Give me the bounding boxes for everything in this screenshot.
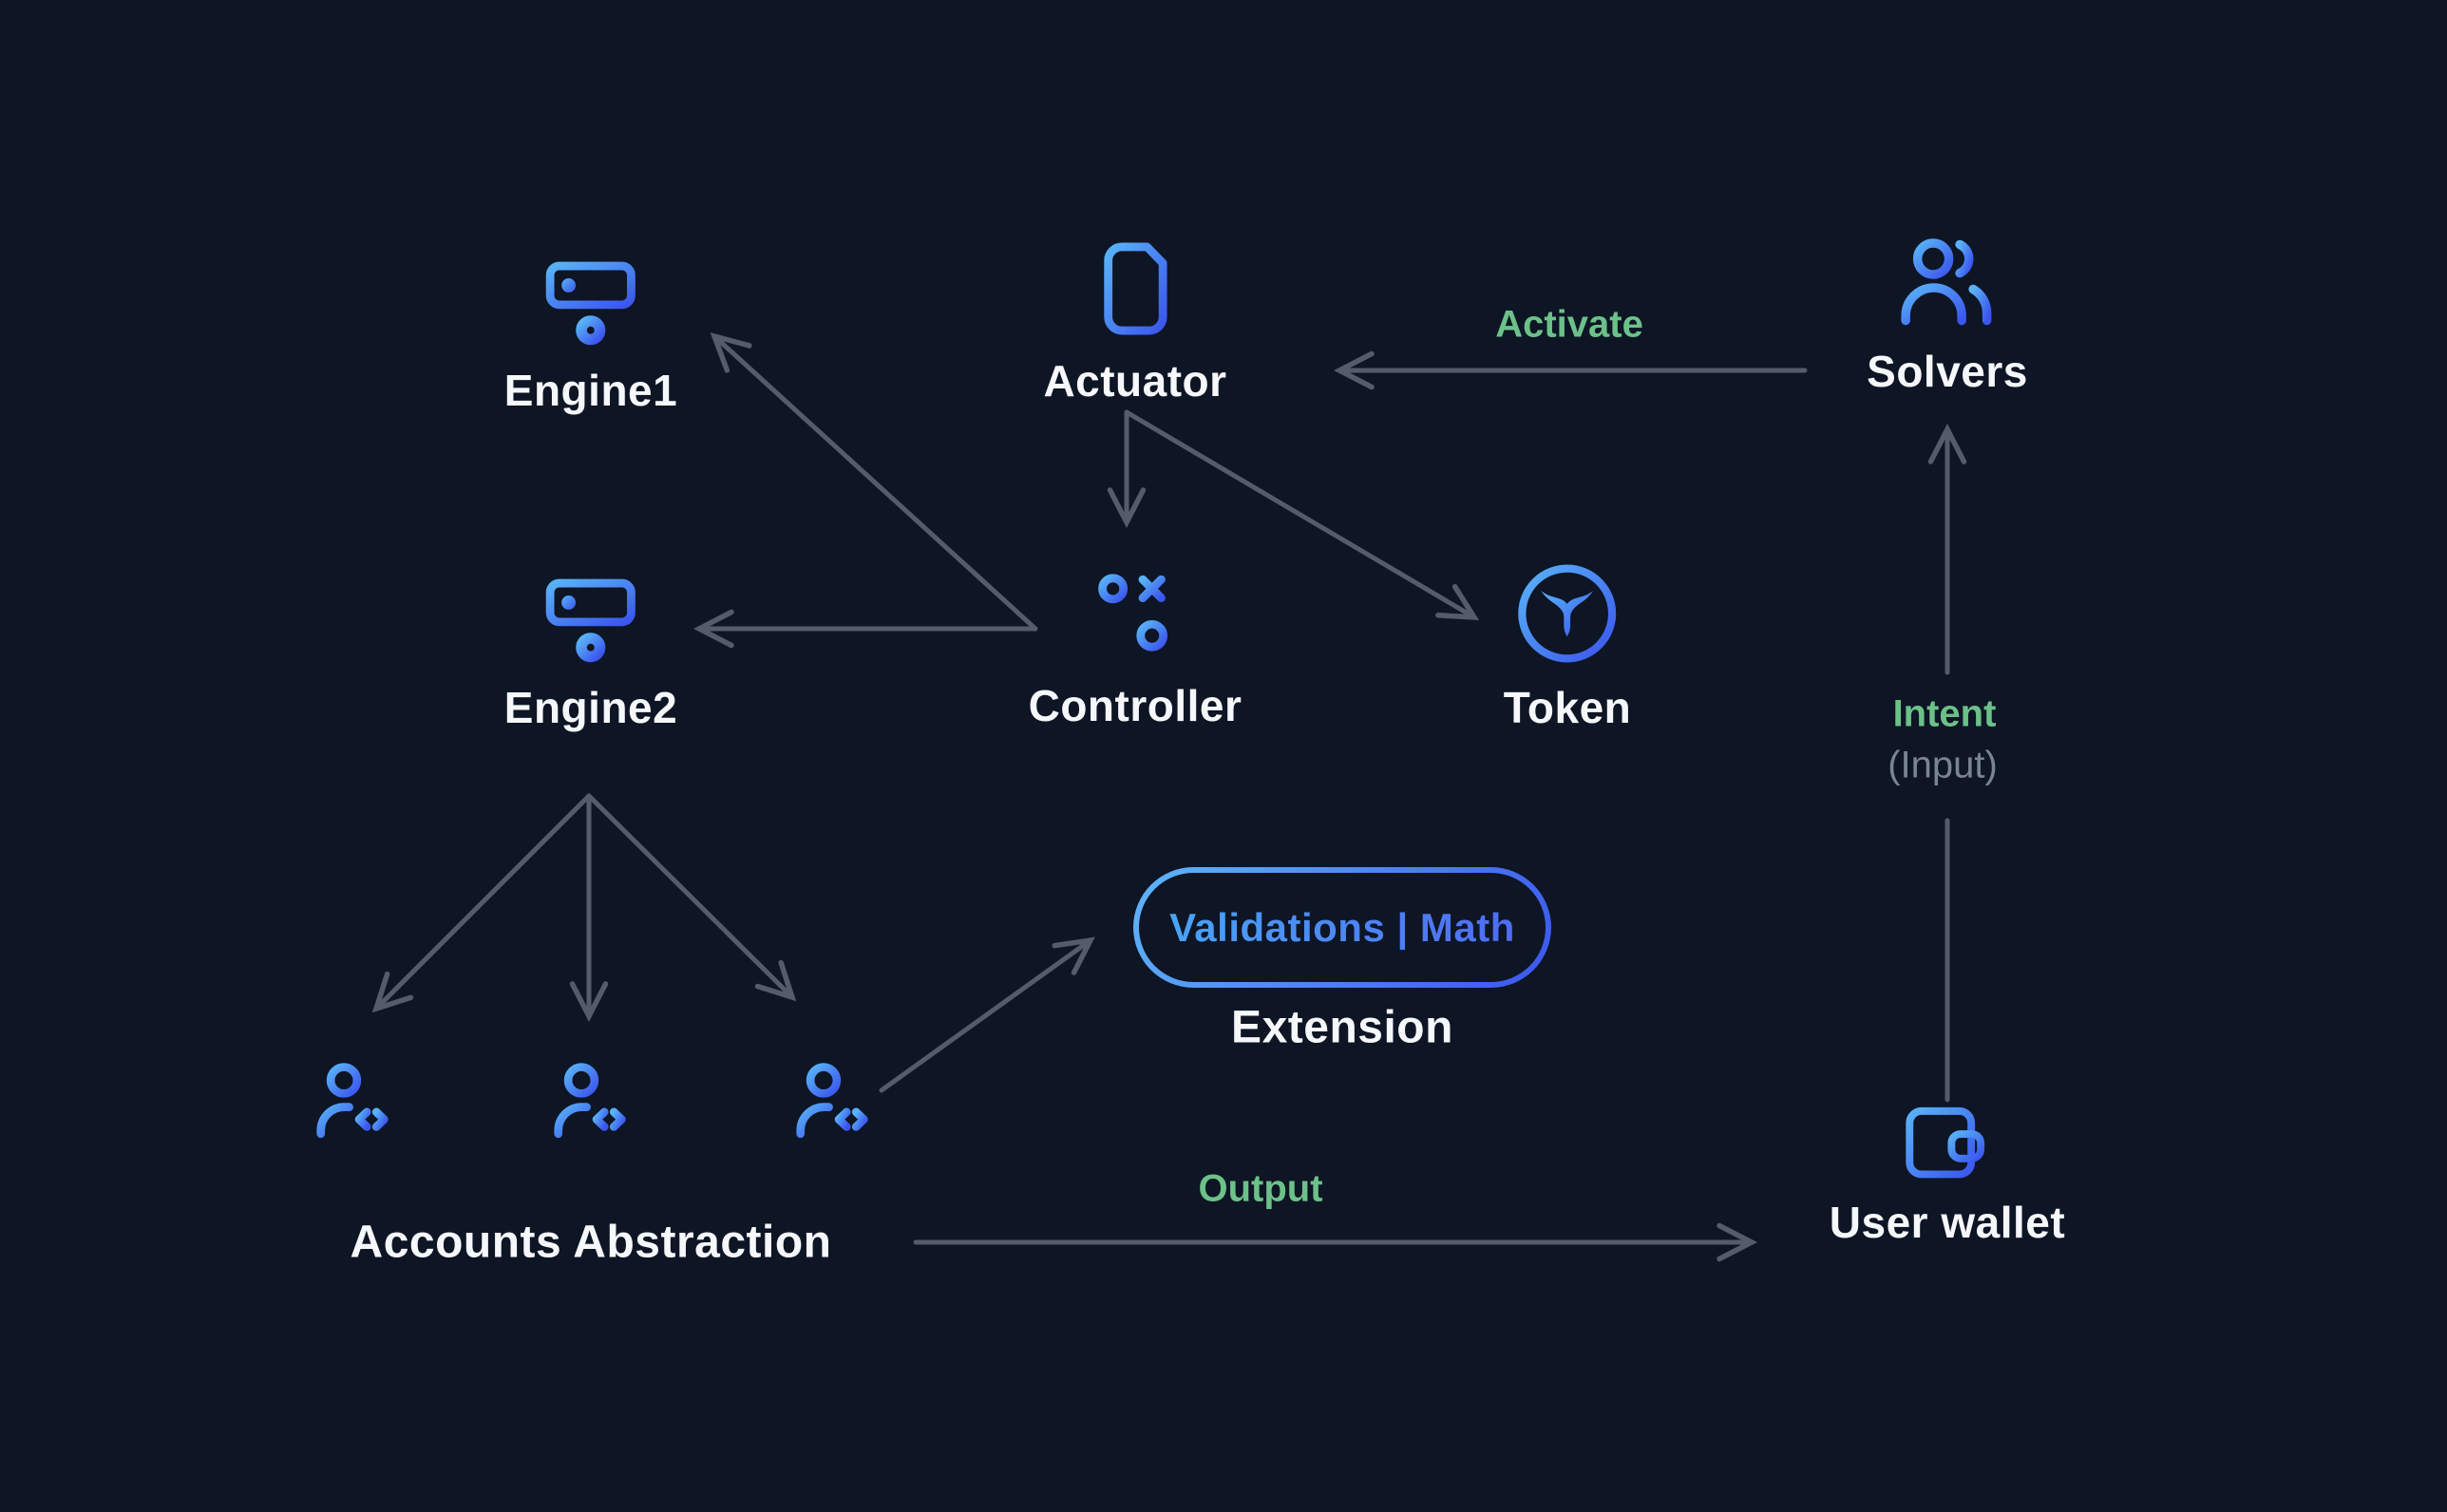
user-code-icon: [796, 1063, 868, 1139]
intent-input-sublabel: (Input): [1887, 744, 1998, 786]
engine1-label: Engine1: [503, 366, 678, 415]
node-engine2: Engine2: [504, 572, 677, 733]
engine2-label: Engine2: [503, 683, 678, 732]
validations-math-badge: Validations | Math: [1133, 867, 1551, 988]
account-icon-3: [787, 1054, 885, 1154]
user-code-icon: [554, 1063, 626, 1139]
node-controller: Controller: [1029, 566, 1242, 731]
node-actuator: Actuator: [1043, 236, 1226, 406]
arrow-accounts-to-extension: [879, 936, 1095, 1093]
user-code-icon: [316, 1063, 389, 1139]
node-engine1: Engine1: [504, 255, 677, 416]
arrow-engine2-to-account1: [371, 793, 592, 1013]
node-token: Token: [1504, 558, 1632, 733]
accounts-abstraction-label: Accounts Abstraction: [350, 1217, 832, 1268]
engine-icon: [545, 578, 636, 663]
user-wallet-label: User wallet: [1829, 1198, 2066, 1247]
activate-edge-label: Activate: [1495, 303, 1643, 346]
token-label: Token: [1503, 683, 1632, 732]
users-icon: [1901, 238, 1992, 326]
arrow-engine2-to-account3: [586, 793, 797, 1002]
actuator-label: Actuator: [1043, 356, 1227, 406]
wallet-icon: [1906, 1106, 1985, 1179]
controller-label: Controller: [1028, 681, 1242, 730]
extension-label: Extension: [1231, 1002, 1453, 1053]
engine-icon: [545, 261, 636, 346]
token-icon: [1518, 564, 1617, 663]
document-icon: [1103, 242, 1167, 335]
account-icon-2: [544, 1054, 643, 1154]
account-icon-1: [307, 1054, 406, 1154]
validations-math-text: Validations | Math: [1169, 904, 1515, 950]
output-edge-label: Output: [1198, 1167, 1323, 1210]
strategy-icon: [1098, 574, 1168, 652]
arrow-actuator-to-token: [1124, 409, 1480, 621]
intent-edge-label: Intent: [1892, 692, 1997, 735]
node-solvers: Solvers: [1867, 232, 2028, 397]
validations-math-badge-inner: Validations | Math: [1139, 873, 1546, 982]
arrow-controller-to-engine1: [710, 331, 1038, 632]
node-user-wallet: User wallet: [1830, 1100, 2065, 1248]
solvers-label: Solvers: [1867, 347, 2028, 396]
